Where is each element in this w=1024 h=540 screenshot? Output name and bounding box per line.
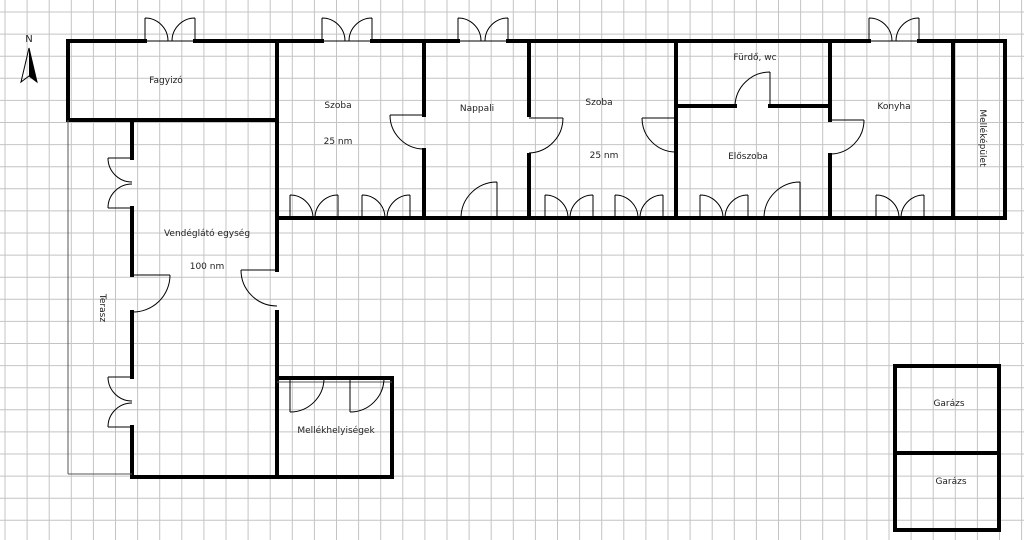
window-icon (875, 194, 925, 219)
window-icon (107, 157, 133, 209)
window-icon (321, 17, 373, 42)
room-label-mellekhelyisegek: Mellékhelyiségek (297, 425, 375, 436)
window-icon (699, 194, 749, 219)
room-label-mellekepulet: Melléképület (977, 109, 988, 167)
room-area-szoba-2: 25 nm (590, 151, 619, 161)
door-icon (829, 119, 865, 155)
walls (66, 39, 1007, 532)
room-area-vendeglato: 100 nm (190, 262, 225, 272)
room-label-furdo: Fürdő, wc (733, 53, 776, 63)
room-label-terasz: Terasz (97, 293, 107, 322)
window-icon (144, 17, 196, 42)
door-icon (528, 117, 564, 154)
north-label: N (25, 34, 32, 45)
door-icon (641, 117, 677, 153)
door-icon (131, 274, 171, 313)
window-icon (361, 194, 411, 219)
window-icon (289, 194, 339, 219)
room-labels: Fagyizó Szoba 25 nm Nappali Szoba 25 nm … (97, 53, 988, 487)
door-icon (460, 181, 498, 219)
room-label-szoba-1: Szoba (324, 101, 351, 111)
room-label-fagyizo: Fagyizó (149, 75, 183, 86)
window-icon (544, 194, 594, 219)
door-icon (289, 377, 325, 413)
window-icon (457, 17, 509, 42)
window-icon (868, 17, 920, 42)
room-label-szoba-2: Szoba (585, 98, 612, 108)
north-arrow-icon: N (20, 34, 38, 84)
room-label-nappali: Nappali (460, 104, 494, 114)
window-icon (614, 194, 664, 219)
room-label-eloszoba: Előszoba (728, 152, 768, 162)
room-label-konyha: Konyha (877, 102, 910, 112)
terrace-outline (67, 120, 392, 475)
room-label-vendeglato: Vendéglátó egység (164, 228, 250, 239)
room-area-szoba-1: 25 nm (324, 137, 353, 147)
door-icon (240, 269, 278, 307)
room-label-garazs-2: Garázs (935, 477, 966, 487)
door-icon (389, 114, 425, 150)
window-icon (107, 376, 133, 428)
door-icon (763, 181, 801, 219)
openings (107, 17, 925, 428)
door-icon (734, 71, 771, 107)
door-icon (349, 377, 385, 413)
room-label-garazs-1: Garázs (933, 399, 964, 409)
